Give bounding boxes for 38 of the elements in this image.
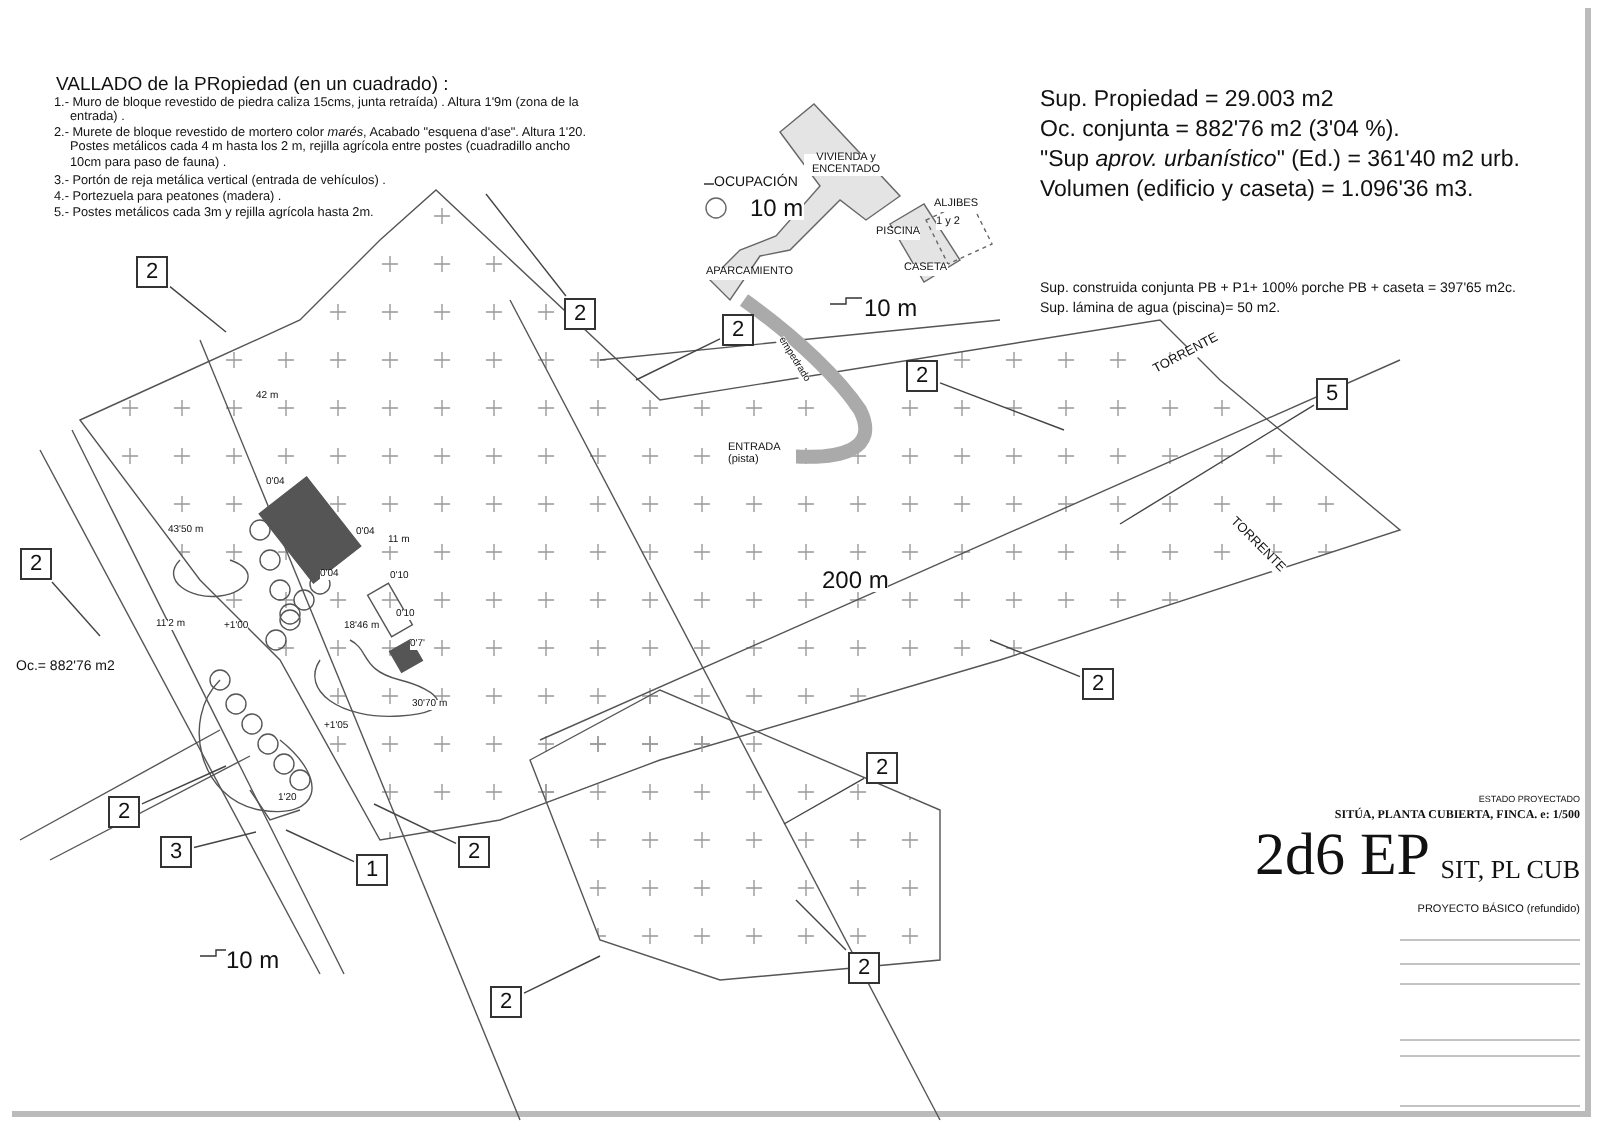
callout-number: 2	[490, 986, 522, 1018]
leader-line	[635, 338, 721, 381]
title-block-text: SIT, PL CUB	[1440, 856, 1580, 886]
leader-line	[373, 803, 457, 845]
leader-line	[51, 581, 101, 637]
callout-number: 2	[136, 256, 168, 288]
callout-number: 2	[722, 314, 754, 346]
area-summary: Volumen (edificio y caseta) = 1.096'36 m3.	[1040, 178, 1474, 205]
callout-number: 2	[564, 298, 596, 330]
leader-line	[939, 382, 1065, 431]
callout-number: 1	[356, 854, 388, 886]
callout-number: 2	[458, 836, 490, 868]
callout-number: 5	[1316, 378, 1348, 410]
plan-label: 10 m	[226, 948, 280, 972]
leader-line	[485, 193, 567, 297]
leader-line	[169, 285, 227, 333]
area-summary: Oc. conjunta = 882'76 m2 (3'04 %).	[1040, 118, 1400, 145]
leader-line	[285, 829, 355, 863]
callout-number: 2	[20, 548, 52, 580]
area-summary: "Sup aprov. urbanístico" (Ed.) = 361'40 m2 urb.	[1040, 148, 1520, 175]
leader-line	[193, 831, 257, 849]
area-summary: Sup. Propiedad = 29.003 m2	[1040, 88, 1334, 115]
title-block-text: 2d6 EP	[1254, 822, 1430, 891]
callout-number: 3	[160, 836, 192, 868]
plan-label: 10 m	[750, 196, 804, 220]
leader-line	[989, 639, 1081, 678]
leader-line	[141, 765, 227, 805]
legend-heading: VALLADO de la PRopiedad (en un cuadrado) :	[56, 76, 449, 96]
plan-label: 200 m	[822, 568, 889, 592]
callout-number: 2	[1082, 668, 1114, 700]
leader-line	[523, 955, 601, 994]
callout-number: 2	[906, 360, 938, 392]
leader-line	[795, 899, 847, 951]
callout-number: 2	[848, 952, 880, 984]
plan-label: 10 m	[864, 296, 918, 320]
leader-line	[1119, 404, 1315, 525]
callout-number: 2	[108, 796, 140, 828]
callout-number: 2	[866, 752, 898, 784]
